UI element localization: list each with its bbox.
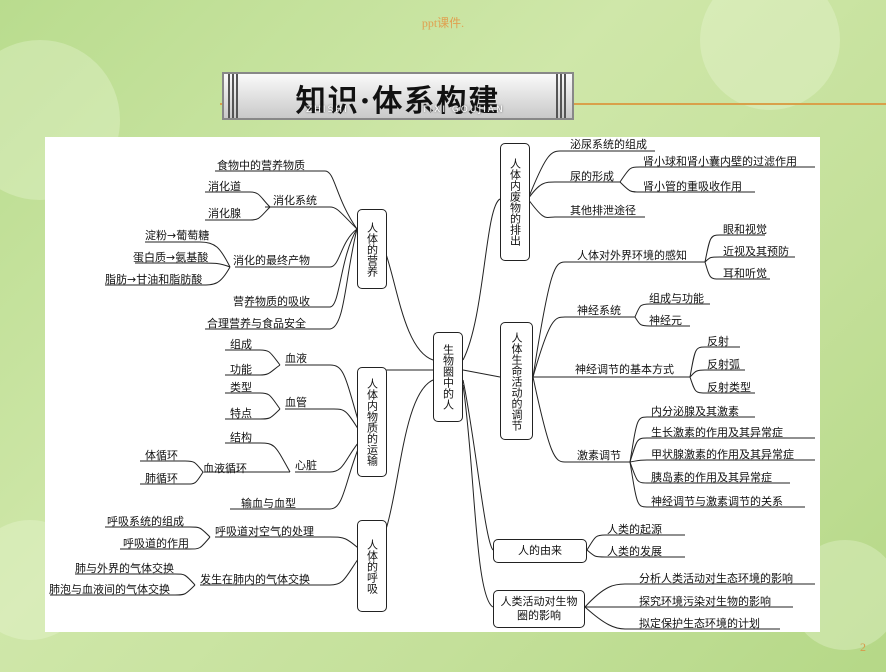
label-lung-external: 肺与外界的气体交换 <box>75 562 174 575</box>
label-circulation: 血液循环 <box>203 462 247 475</box>
banner-stripes <box>556 74 568 118</box>
banner-title: 知识·体系构建 <box>295 84 501 119</box>
respiration-node: 人体的呼吸 <box>357 520 387 612</box>
impact-node: 人类活动对生物圈的影响 <box>493 590 585 628</box>
label-growth-hormone: 生长激素的作用及其异常症 <box>651 426 783 439</box>
label-reflex-types: 反射类型 <box>707 381 751 394</box>
label-airway-function: 呼吸道的作用 <box>123 537 189 550</box>
label-ear-hearing: 耳和听觉 <box>723 267 767 280</box>
label-fat: 脂肪→甘油和脂肪酸 <box>105 273 203 286</box>
label-neuron: 神经元 <box>649 314 682 327</box>
label-types: 类型 <box>230 381 252 394</box>
label-pulmonary: 肺循环 <box>145 472 178 485</box>
label-hormone: 激素调节 <box>577 449 621 462</box>
mind-map-panel: 生物圈中的人 人体的营养 人体内物质的运输 人体的呼吸 食物中的营养物质 消化系… <box>45 137 820 632</box>
label-composition-function: 组成与功能 <box>649 292 704 305</box>
label-relation: 神经调节与激素调节的关系 <box>651 495 783 508</box>
label-other-routes: 其他排泄途径 <box>570 204 636 217</box>
label-reflex: 反射 <box>707 335 729 348</box>
regulation-node: 人体生命活动的调节 <box>500 322 533 440</box>
label-urinary-system: 泌尿系统的组成 <box>570 138 647 151</box>
label-digestive-gland: 消化腺 <box>208 207 241 220</box>
label-myopia: 近视及其预防 <box>723 245 789 258</box>
page-number: 2 <box>860 640 866 654</box>
label-analysis: 分析人类活动对生态环境的影响 <box>639 572 793 585</box>
label-gas-exchange-lung: 发生在肺内的气体交换 <box>200 573 310 586</box>
label-structure: 结构 <box>230 431 252 444</box>
label-perception: 人体对外界环境的感知 <box>577 249 687 262</box>
label-transfusion: 输血与血型 <box>241 497 296 510</box>
label-starch: 淀粉→葡萄糖 <box>145 229 210 242</box>
label-nervous-system: 神经系统 <box>577 304 621 317</box>
label-thyroid: 甲状腺激素的作用及其异常症 <box>651 448 794 461</box>
label-eye-vision: 眼和视觉 <box>723 223 767 236</box>
background-decoration <box>700 0 840 110</box>
label-composition: 组成 <box>230 338 252 351</box>
label-final-products: 消化的最终产物 <box>233 254 310 267</box>
mind-map-connectors <box>50 150 815 630</box>
label-alveoli-blood: 肺泡与血液间的气体交换 <box>49 583 170 596</box>
label-insulin: 胰岛素的作用及其异常症 <box>651 471 772 484</box>
label-reflex-arc: 反射弧 <box>707 358 740 371</box>
excretion-node: 人体内废物的排出 <box>500 143 530 261</box>
header-note: ppt课件. <box>421 16 465 30</box>
banner-stripes <box>228 74 240 118</box>
label-urine-formation: 尿的形成 <box>570 170 614 183</box>
label-basic-mode: 神经调节的基本方式 <box>575 363 674 376</box>
label-vessels: 血管 <box>285 396 307 409</box>
label-blood: 血液 <box>285 352 307 365</box>
label-heart: 心脏 <box>295 459 317 472</box>
center-node: 生物圈中的人 <box>433 332 463 422</box>
label-pollution: 探究环境污染对生物的影响 <box>639 595 771 608</box>
label-digestive-system: 消化系统 <box>273 194 317 207</box>
label-absorption: 营养物质的吸收 <box>233 295 310 308</box>
label-system-composition: 呼吸系统的组成 <box>107 515 184 528</box>
label-filtration: 肾小球和肾小囊内壁的过滤作用 <box>643 155 797 168</box>
label-food-nutrients: 食物中的营养物质 <box>217 159 305 172</box>
label-endocrine: 内分泌腺及其激素 <box>651 405 739 418</box>
label-protein: 蛋白质→氨基酸 <box>133 251 209 264</box>
label-development: 人类的发展 <box>607 545 662 558</box>
banner-subtitle-left: ZHISHI <box>306 105 349 115</box>
label-origin-of-humans: 人类的起源 <box>607 523 662 536</box>
label-features: 特点 <box>230 407 252 420</box>
transport-node: 人体内物质的运输 <box>357 367 387 477</box>
label-systemic: 体循环 <box>145 449 178 462</box>
label-digestive-tract: 消化道 <box>208 180 241 193</box>
label-function: 功能 <box>230 363 252 376</box>
nutrition-node: 人体的营养 <box>357 209 387 289</box>
banner-subtitle-right: TIXI GOUJIAN <box>422 105 505 115</box>
label-air-processing: 呼吸道对空气的处理 <box>215 525 314 538</box>
label-food-safety: 合理营养与食品安全 <box>207 317 306 330</box>
title-banner: 知识·体系构建 ZHISHI TIXI GOUJIAN <box>222 72 574 120</box>
label-plan: 拟定保护生态环境的计划 <box>639 617 760 630</box>
label-reabsorption: 肾小管的重吸收作用 <box>643 180 742 193</box>
origin-node: 人的由来 <box>493 539 587 563</box>
